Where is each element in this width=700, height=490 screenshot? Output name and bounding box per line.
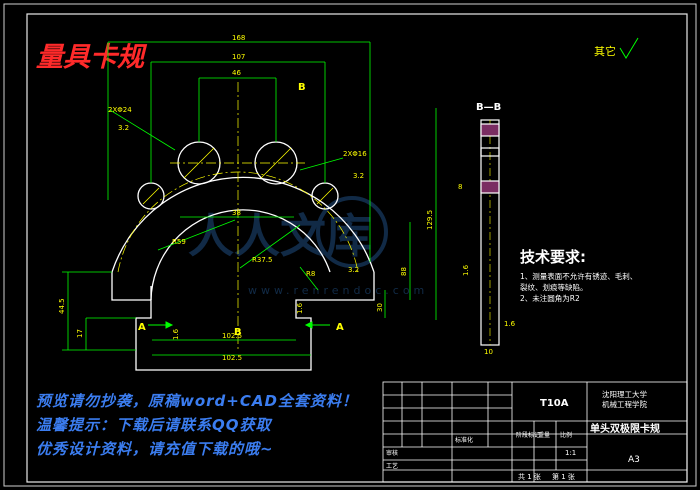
tech-req-line-1: 1、测量表面不允许有锈迹、毛刺、 bbox=[520, 271, 637, 281]
dimension-lines bbox=[62, 41, 437, 356]
watermark-url: www.renrendoc.com bbox=[248, 284, 428, 297]
tb-scale: 1:1 bbox=[565, 449, 576, 457]
title-block bbox=[382, 381, 688, 483]
dim-8: 8 bbox=[458, 183, 462, 191]
tb-check: 审核 bbox=[386, 449, 398, 457]
roughness-symbol bbox=[619, 37, 639, 59]
tech-req-title: 技术要求: bbox=[520, 248, 586, 266]
view-a-left: A bbox=[138, 322, 146, 333]
tb-ratio: 比例 bbox=[560, 431, 572, 439]
rough-7: 1.6 bbox=[504, 320, 516, 328]
hole-diagonals bbox=[142, 147, 334, 205]
tb-stage: 阶段标记 bbox=[516, 431, 540, 439]
tb-sheet-no: 第 1 张 bbox=[552, 472, 575, 481]
tech-req-line-2: 裂纹、划痕等缺陷。 bbox=[520, 282, 588, 292]
inner-border bbox=[26, 13, 688, 483]
tb-part-name: 单头双极限卡规 bbox=[590, 422, 660, 435]
dim-holes-right: 2XΦ16 bbox=[343, 150, 367, 158]
dim-102b: 102.5 bbox=[222, 354, 242, 362]
roughness-marks: 3.2 3.2 3.2 1.6 1.6 1.6 1.6 bbox=[118, 124, 516, 340]
dim-r59: R59 bbox=[172, 238, 186, 246]
view-a-right: A bbox=[336, 322, 344, 333]
tb-std: 标准化 bbox=[455, 436, 473, 444]
dim-10: 10 bbox=[484, 348, 493, 356]
dim-168: 168 bbox=[232, 34, 245, 42]
section-label: B—B bbox=[476, 102, 501, 113]
banner-line-2: 温馨提示：下载后请联系QQ获取 bbox=[36, 416, 272, 434]
dim-holes-left: 2XΦ24 bbox=[108, 106, 132, 114]
view-markers: B B A A bbox=[138, 82, 344, 338]
banner-line-1: 预览请勿抄袭，原稿word+CAD全套资料！ bbox=[36, 392, 358, 410]
tb-sheet-total: 共 1 张 bbox=[518, 472, 541, 481]
roughness-note: 其它 bbox=[594, 44, 616, 58]
red-title: 量具卡规 bbox=[36, 42, 148, 73]
watermark: 人人文库 www.renrendoc.com bbox=[188, 196, 428, 297]
tb-weight: 重量 bbox=[538, 431, 550, 439]
rough-3: 3.2 bbox=[348, 266, 359, 274]
tb-dept: 机械工程学院 bbox=[602, 399, 647, 409]
tb-paper: A3 bbox=[628, 455, 640, 465]
dim-38: 38 bbox=[232, 209, 241, 217]
rough-5: 1.6 bbox=[296, 302, 304, 314]
tech-req-line-3: 2、未注圆角为R2 bbox=[520, 293, 580, 303]
dim-r37: R37.5 bbox=[252, 256, 272, 264]
tb-material: T10A bbox=[540, 398, 569, 409]
tb-school: 沈阳理工大学 bbox=[602, 389, 647, 399]
view-arrows bbox=[148, 321, 330, 329]
title-block-text: T10A 沈阳理工大学 机械工程学院 单头双极限卡规 阶段标记 重量 比例 1:… bbox=[386, 389, 660, 481]
rough-2: 3.2 bbox=[353, 172, 364, 180]
dim-r8: R8 bbox=[306, 270, 315, 278]
dim-107: 107 bbox=[232, 53, 245, 61]
dim-88: 88 bbox=[400, 267, 408, 276]
view-b-top: B bbox=[298, 82, 306, 93]
rough-4: 1.6 bbox=[172, 328, 180, 340]
banner-line-3: 优秀设计资料，请充值下载的哦~ bbox=[36, 440, 274, 458]
dim-102a: 102.5 bbox=[222, 332, 242, 340]
section-view bbox=[480, 119, 500, 346]
dim-17: 17 bbox=[76, 329, 84, 338]
view-b-bottom: B bbox=[234, 327, 242, 338]
center-lines bbox=[117, 82, 359, 350]
rough-6: 1.6 bbox=[462, 264, 470, 276]
dimension-texts: 168 107 46 2XΦ24 2XΦ16 38 R59 R37.5 R8 1… bbox=[58, 34, 493, 362]
rough-1: 3.2 bbox=[118, 124, 129, 132]
dim-30: 30 bbox=[376, 303, 384, 312]
dim-44: 44.5 bbox=[58, 298, 66, 314]
outer-border bbox=[3, 3, 697, 487]
tech-requirements: 技术要求: 1、测量表面不允许有锈迹、毛刺、 裂纹、划痕等缺陷。 2、未注圆角为… bbox=[520, 248, 637, 303]
tb-craft: 工艺 bbox=[386, 462, 398, 470]
dim-129: 129.5 bbox=[426, 210, 434, 230]
dim-46: 46 bbox=[232, 69, 241, 77]
